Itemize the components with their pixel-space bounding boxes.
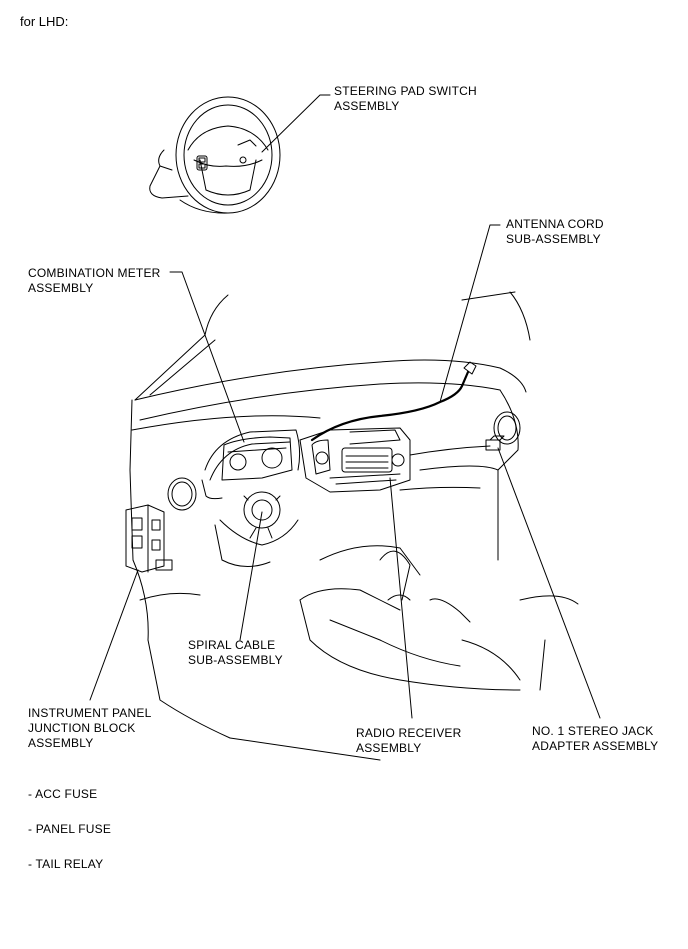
note-tail-relay: - TAIL RELAY <box>28 857 104 871</box>
label-line: ANTENNA CORD <box>506 217 604 231</box>
label-line: NO. 1 STEREO JACK <box>532 724 654 738</box>
label-combination-meter: COMBINATION METER ASSEMBLY <box>28 266 161 296</box>
label-line: SUB-ASSEMBLY <box>188 653 283 667</box>
label-junction-block: INSTRUMENT PANEL JUNCTION BLOCK ASSEMBLY <box>28 706 151 751</box>
note-panel-fuse: - PANEL FUSE <box>28 822 112 836</box>
figure-caption: for LHD: <box>20 14 69 29</box>
steering-wheel-drawing <box>149 96 281 214</box>
label-line: JUNCTION BLOCK <box>28 721 136 735</box>
label-line: INSTRUMENT PANEL <box>28 706 152 720</box>
label-line: ADAPTER ASSEMBLY <box>532 739 659 753</box>
label-line: RADIO RECEIVER <box>356 726 462 740</box>
label-steering-pad-switch: STEERING PAD SWITCH ASSEMBLY <box>334 84 477 114</box>
note-acc-fuse: - ACC FUSE <box>28 787 98 801</box>
instrument-panel-drawing <box>125 291 579 761</box>
label-radio-receiver: RADIO RECEIVER ASSEMBLY <box>356 726 462 756</box>
label-spiral-cable: SPIRAL CABLE SUB-ASSEMBLY <box>188 638 283 668</box>
label-line: ASSEMBLY <box>28 281 94 295</box>
label-line: ASSEMBLY <box>28 736 94 750</box>
label-line: STEERING PAD SWITCH <box>334 84 477 98</box>
label-line: ASSEMBLY <box>356 741 422 755</box>
leader-lines <box>89 94 601 719</box>
label-line: ASSEMBLY <box>334 99 400 113</box>
label-antenna-cord: ANTENNA CORD SUB-ASSEMBLY <box>506 217 604 247</box>
label-line: COMBINATION METER <box>28 266 161 280</box>
label-line: SPIRAL CABLE <box>188 638 276 652</box>
label-stereo-jack: NO. 1 STEREO JACK ADAPTER ASSEMBLY <box>532 724 658 754</box>
label-line: SUB-ASSEMBLY <box>506 232 601 246</box>
